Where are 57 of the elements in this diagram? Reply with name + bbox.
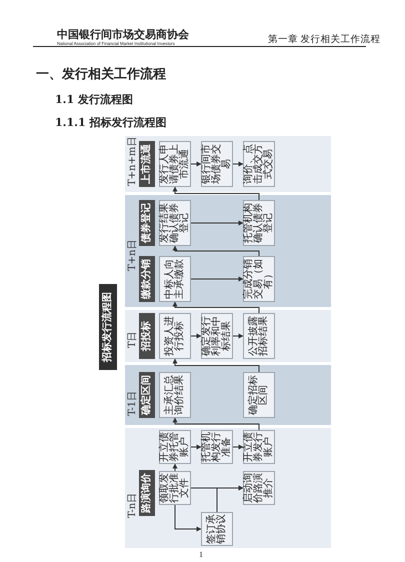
process-box: 签订承销协议 xyxy=(201,512,233,546)
page-number: 1 xyxy=(199,550,203,559)
organization-name: 中国银行间市场交易商协会 xyxy=(57,28,189,42)
date-label: T-1日 xyxy=(127,390,139,416)
arrow xyxy=(232,444,244,450)
process-box: 托管机构确认债券登记 xyxy=(243,200,275,246)
date-label: T+n+m日 xyxy=(127,136,139,186)
stage-label: 上市流通 xyxy=(139,141,155,187)
arrow xyxy=(172,418,260,430)
arrow xyxy=(172,246,260,256)
stage-label: 确定区间 xyxy=(139,372,155,418)
stage-band xyxy=(125,365,331,425)
process-box: 托管机构发行准备 xyxy=(201,430,233,464)
date-label: T-n日 xyxy=(127,492,139,518)
arrow xyxy=(172,186,260,200)
arrow xyxy=(190,162,202,166)
process-box: 中标人向主承缴款 xyxy=(159,256,191,302)
process-box: 开立债券发行账户 xyxy=(243,430,275,464)
arrow xyxy=(232,334,244,338)
arrow xyxy=(172,302,260,314)
process-box: 发行人申请债券上市流通 xyxy=(159,141,191,187)
date-label: T+n日 xyxy=(127,240,139,271)
subsection-heading: 1.1.1 招标发行流程图 xyxy=(55,115,166,130)
arrow xyxy=(190,276,244,282)
process-box: 确定发行利率和中标结果 xyxy=(201,313,233,359)
stage-label: 招投标 xyxy=(139,313,155,359)
arrow xyxy=(172,464,178,472)
process-box: 投资人进行投标 xyxy=(159,313,191,359)
process-box: 启动询价路演推介 xyxy=(243,471,275,505)
process-box: 开立债券托管账户 xyxy=(159,430,191,464)
stage-label: 路演询价 xyxy=(139,470,155,516)
arrow xyxy=(232,162,244,166)
process-box: 完成分销交易（如有） xyxy=(243,256,275,302)
process-box: 公开披露招标结果 xyxy=(243,313,275,359)
process-box: 确定招标区间 xyxy=(243,372,275,418)
process-box: 银行间市场债券交易 xyxy=(201,141,233,187)
date-label: T日 xyxy=(127,331,139,348)
stage-band xyxy=(125,136,331,192)
arrow xyxy=(216,486,244,512)
arrow xyxy=(172,358,260,372)
section-heading: 一、发行相关工作流程 xyxy=(36,66,166,83)
diagram-title: 招标发行流程图 xyxy=(99,284,117,370)
process-box: 发行结果确认债券登记 xyxy=(159,200,191,246)
stage-band xyxy=(125,310,331,362)
arrow xyxy=(190,220,244,226)
arrow xyxy=(190,334,202,338)
stage-band xyxy=(125,195,331,307)
stage-label: 债券登记 xyxy=(139,200,155,246)
chapter-header: 第一章 发行相关工作流程 xyxy=(268,33,381,46)
process-box: 询价、点击成交方式交易 xyxy=(243,141,275,187)
subsection-heading: 1.1 发行流程图 xyxy=(55,92,133,107)
process-box: 主承汇总询价结果 xyxy=(159,372,191,418)
arrow xyxy=(174,504,202,532)
process-box: 领取发行批准文件 xyxy=(159,471,191,505)
arrow xyxy=(190,444,202,450)
stage-label: 缴款分销 xyxy=(139,256,155,302)
stage-band xyxy=(125,428,331,548)
